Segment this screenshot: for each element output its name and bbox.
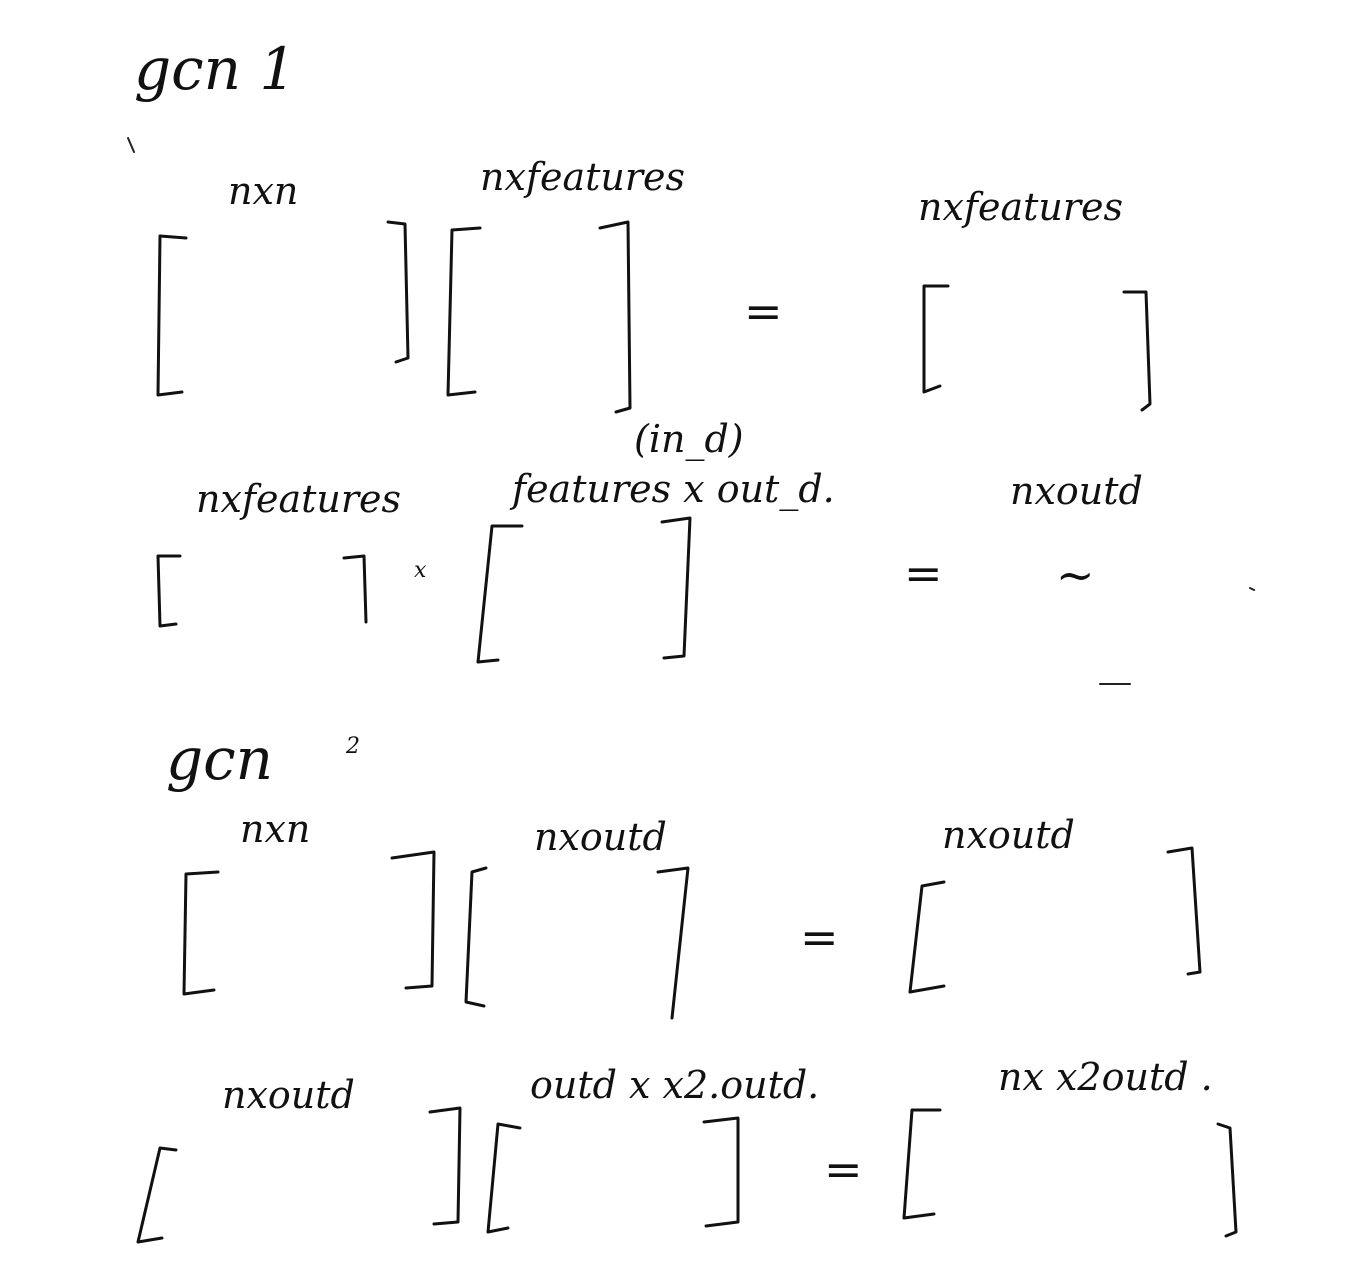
multiply-sign: x [414, 558, 427, 583]
matrix-bracket-right [428, 1106, 462, 1226]
matrix-bracket-left [182, 870, 220, 996]
matrix-dimension-label: nxoutd [534, 815, 667, 859]
equals-sign: = [904, 546, 943, 600]
matrix-dimension-label: nxoutd [942, 813, 1075, 857]
matrix-bracket-left [476, 524, 524, 664]
matrix-bracket-left [156, 554, 182, 628]
matrix-dimension-label: nxoutd [1010, 469, 1143, 513]
matrix-dimension-label: nxn [240, 807, 311, 851]
equals-sign: = [824, 1142, 863, 1196]
matrix-bracket-right [1166, 846, 1202, 976]
matrix-bracket-right [656, 866, 690, 1020]
matrix-bracket-left [908, 880, 946, 994]
matrix-dimension-label: nx x2outd . [998, 1055, 1213, 1099]
matrix-bracket-right [660, 516, 692, 660]
matrix-bracket-right [1122, 290, 1152, 412]
matrix-bracket-left [464, 866, 488, 1008]
dimension-note: (in_d) [634, 417, 744, 461]
matrix-dimension-label: nxn [228, 169, 299, 213]
matrix-bracket-right [342, 554, 368, 624]
result-symbol: ~ [1056, 548, 1095, 602]
matrix-dimension-label: nxfeatures [918, 185, 1124, 229]
equals-sign: = [800, 910, 839, 964]
section-heading: gcn 1 [134, 35, 297, 103]
matrix-bracket-right [598, 220, 632, 414]
matrix-bracket-left [156, 234, 188, 397]
section-heading: gcn [166, 725, 273, 793]
matrix-bracket-right [1216, 1122, 1238, 1238]
matrix-bracket-left [446, 226, 482, 397]
matrix-dimension-label: features x out_d. [512, 467, 835, 511]
matrix-bracket-left [922, 284, 950, 394]
matrix-bracket-left [136, 1146, 178, 1244]
matrix-bracket-left [902, 1108, 942, 1220]
matrix-bracket-right [390, 850, 436, 990]
matrix-bracket-right [702, 1116, 740, 1228]
matrix-bracket-right [386, 220, 410, 364]
matrix-dimension-label: outd x x2.outd. [530, 1063, 820, 1107]
margin-stroke [127, 137, 135, 153]
stray-mark [1249, 587, 1255, 591]
matrix-dimension-label: nxfeatures [480, 155, 686, 199]
matrix-bracket-left [486, 1122, 522, 1234]
matrix-dimension-label: nxfeatures [196, 477, 402, 521]
matrix-dimension-label: nxoutd [222, 1073, 355, 1117]
equals-sign: = [744, 284, 783, 338]
section-heading-superscript: 2 [346, 734, 360, 759]
